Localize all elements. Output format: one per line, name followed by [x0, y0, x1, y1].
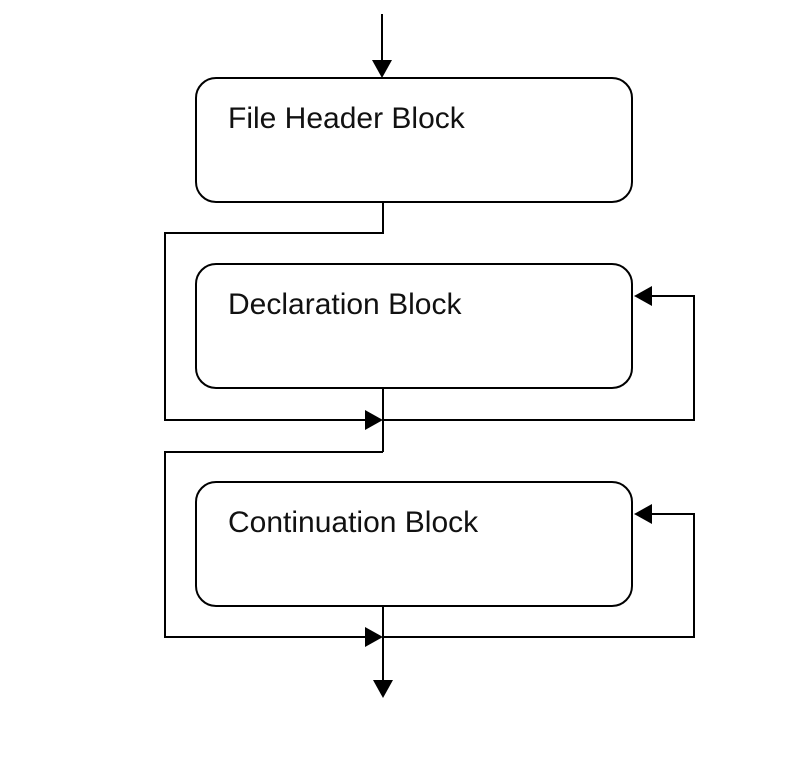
- exit-arrow: [373, 606, 393, 698]
- declaration-block: Declaration Block: [195, 263, 633, 389]
- continuation-block: Continuation Block: [195, 481, 633, 607]
- arrowhead-skip-continuation: [365, 627, 383, 647]
- connector-declaration-to-continuation: [164, 451, 383, 638]
- continuation-block-label: Continuation Block: [228, 506, 479, 539]
- arrowhead-continuation-loop: [634, 504, 652, 524]
- declaration-block-label: Declaration Block: [228, 288, 462, 321]
- entry-arrow: [372, 14, 392, 78]
- connector-header-to-declaration: [164, 202, 384, 421]
- arrowhead-declaration-loop: [634, 286, 652, 306]
- arrowhead-skip-declaration: [365, 410, 383, 430]
- declaration-loop: [383, 295, 695, 421]
- continuation-loop: [383, 513, 695, 638]
- file-header-block: File Header Block: [195, 77, 633, 203]
- file-header-block-label: File Header Block: [228, 102, 466, 135]
